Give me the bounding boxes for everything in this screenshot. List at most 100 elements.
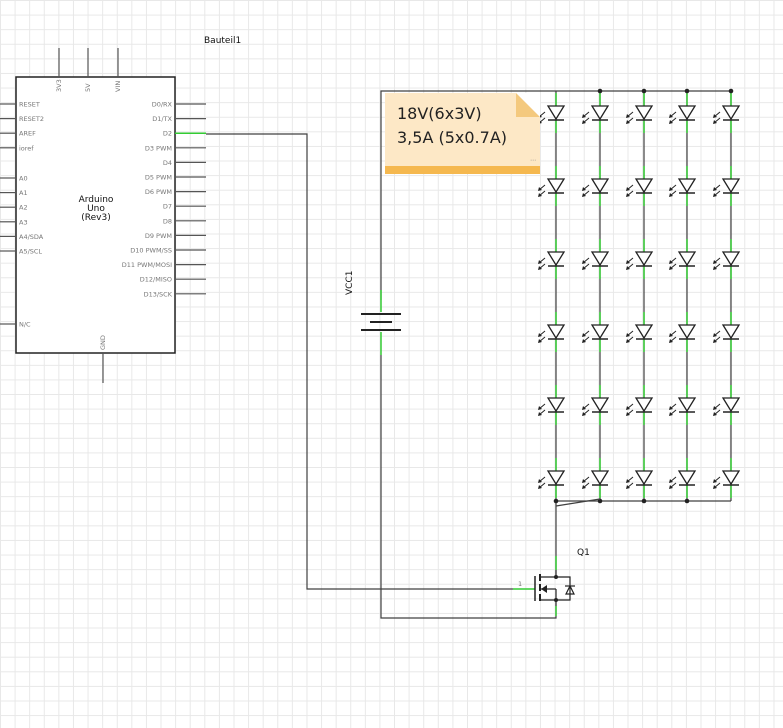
led-light-arrowhead [669, 339, 673, 343]
led-light-arrowhead [669, 266, 673, 270]
arduino-pin-label: D3 PWM [145, 144, 172, 152]
led-light-arrowhead [538, 485, 542, 489]
led-light-arrowhead [538, 333, 542, 337]
led [626, 239, 654, 279]
arduino-pin-label: D9 PWM [145, 232, 172, 240]
led-light-arrowhead [713, 120, 717, 124]
led-light-arrowhead [669, 114, 673, 118]
led-matrix[interactable] [538, 88, 741, 507]
mosfet-source [540, 599, 557, 606]
arduino-pin-label: D7 [163, 203, 172, 211]
led-light-arrowhead [713, 412, 717, 416]
led-triangle [677, 178, 697, 194]
junction-dot [684, 88, 690, 94]
led-light-arrowhead [538, 260, 542, 264]
led-light-arrowhead [713, 339, 717, 343]
led-light-arrowhead [538, 479, 542, 483]
mosfet-q1[interactable]: Q1 1 [513, 548, 590, 616]
led [669, 458, 697, 498]
led [669, 166, 697, 206]
mosfet-label: Q1 [577, 548, 590, 558]
wire-d2-to-gate [206, 133, 513, 590]
led-triangle [634, 324, 654, 340]
led [626, 93, 654, 133]
led-triangle [721, 397, 741, 413]
mosfet-drain [540, 570, 557, 578]
led-light-arrowhead [582, 412, 586, 416]
junction-dot [597, 88, 603, 94]
led-light-arrowhead [626, 266, 630, 270]
led-light-arrowhead [582, 479, 586, 483]
wire-bus-link [555, 498, 601, 507]
led-light-arrowhead [626, 114, 630, 118]
note-fold [516, 93, 540, 117]
led-triangle [721, 105, 741, 121]
wire-vcc-bottom [380, 355, 557, 619]
arduino-pin-label: A0 [19, 175, 28, 183]
note-resize-handle[interactable]: ⋯ [530, 157, 537, 164]
led-triangle [546, 470, 566, 486]
led [669, 385, 697, 425]
led-light-arrowhead [713, 406, 717, 410]
junction-dot [553, 498, 559, 504]
led [626, 166, 654, 206]
led-triangle [634, 470, 654, 486]
arduino-pin-label: D5 PWM [145, 174, 172, 182]
led [538, 312, 566, 352]
led [713, 458, 741, 498]
arduino-pin-label: 3V3 [55, 79, 63, 92]
junction-dot [597, 498, 603, 504]
led [626, 385, 654, 425]
led-light-arrowhead [713, 479, 717, 483]
arduino-pin-label: GND [99, 335, 107, 350]
arduino-pin-label: D2 [163, 130, 172, 138]
led-triangle [546, 105, 566, 121]
led [713, 239, 741, 279]
battery-vcc1[interactable]: VCC1 [345, 271, 401, 355]
led-triangle [677, 470, 697, 486]
led-light-arrowhead [713, 260, 717, 264]
led [538, 93, 566, 133]
led-triangle [634, 251, 654, 267]
led-triangle [721, 324, 741, 340]
junction-dot [728, 88, 734, 94]
led-triangle [721, 470, 741, 486]
led [713, 312, 741, 352]
led-triangle [590, 470, 610, 486]
arduino-pin-label: RESET2 [19, 115, 44, 123]
led-light-arrowhead [669, 187, 673, 191]
led-light-arrowhead [582, 120, 586, 124]
led-triangle [546, 324, 566, 340]
led-light-arrowhead [582, 266, 586, 270]
arduino-pin-label: D8 [163, 217, 172, 225]
led-light-arrowhead [582, 260, 586, 264]
led [669, 239, 697, 279]
led [538, 166, 566, 206]
arduino-pin-label: A1 [19, 189, 28, 197]
led-light-arrowhead [713, 114, 717, 118]
arduino-pin-label: AREF [19, 130, 36, 138]
led-light-arrowhead [669, 479, 673, 483]
note-box[interactable]: 18V(6x3V) 3,5A (5x0.7A) ⋯ [385, 93, 540, 174]
led [582, 239, 610, 279]
led-light-arrowhead [626, 479, 630, 483]
led [538, 458, 566, 498]
arduino-pin-label: D12/MISO [140, 276, 172, 284]
led-light-arrowhead [626, 339, 630, 343]
led-triangle [546, 251, 566, 267]
led [582, 93, 610, 133]
note-current: 3,5A (5x0.7A) [397, 128, 507, 147]
led [582, 312, 610, 352]
led [669, 93, 697, 133]
led-triangle [546, 178, 566, 194]
led-light-arrowhead [626, 187, 630, 191]
led-light-arrowhead [582, 193, 586, 197]
led-triangle [634, 105, 654, 121]
led-triangle [590, 324, 610, 340]
junction-dot [684, 498, 690, 504]
led [538, 385, 566, 425]
arduino-pin-label: 5V [84, 83, 92, 92]
arduino-pin-label: A3 [19, 218, 28, 226]
led-light-arrowhead [669, 193, 673, 197]
